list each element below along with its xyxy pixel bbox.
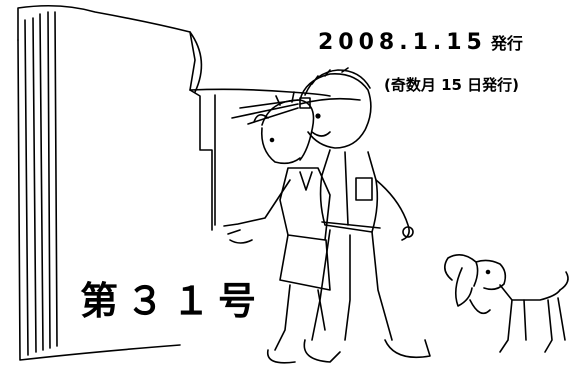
open-book-icon <box>17 4 331 361</box>
dog-icon <box>444 254 569 353</box>
publication-schedule-note: (奇数月 15 日発行) <box>384 76 520 94</box>
boy-with-headlamp-icon <box>231 67 431 363</box>
girl-pointing-icon <box>223 91 331 364</box>
issue-number: 第３１号 <box>80 279 265 323</box>
issue-date-value: 2008.1.15 <box>318 30 487 55</box>
issue-date-suffix: 発行 <box>490 34 523 53</box>
